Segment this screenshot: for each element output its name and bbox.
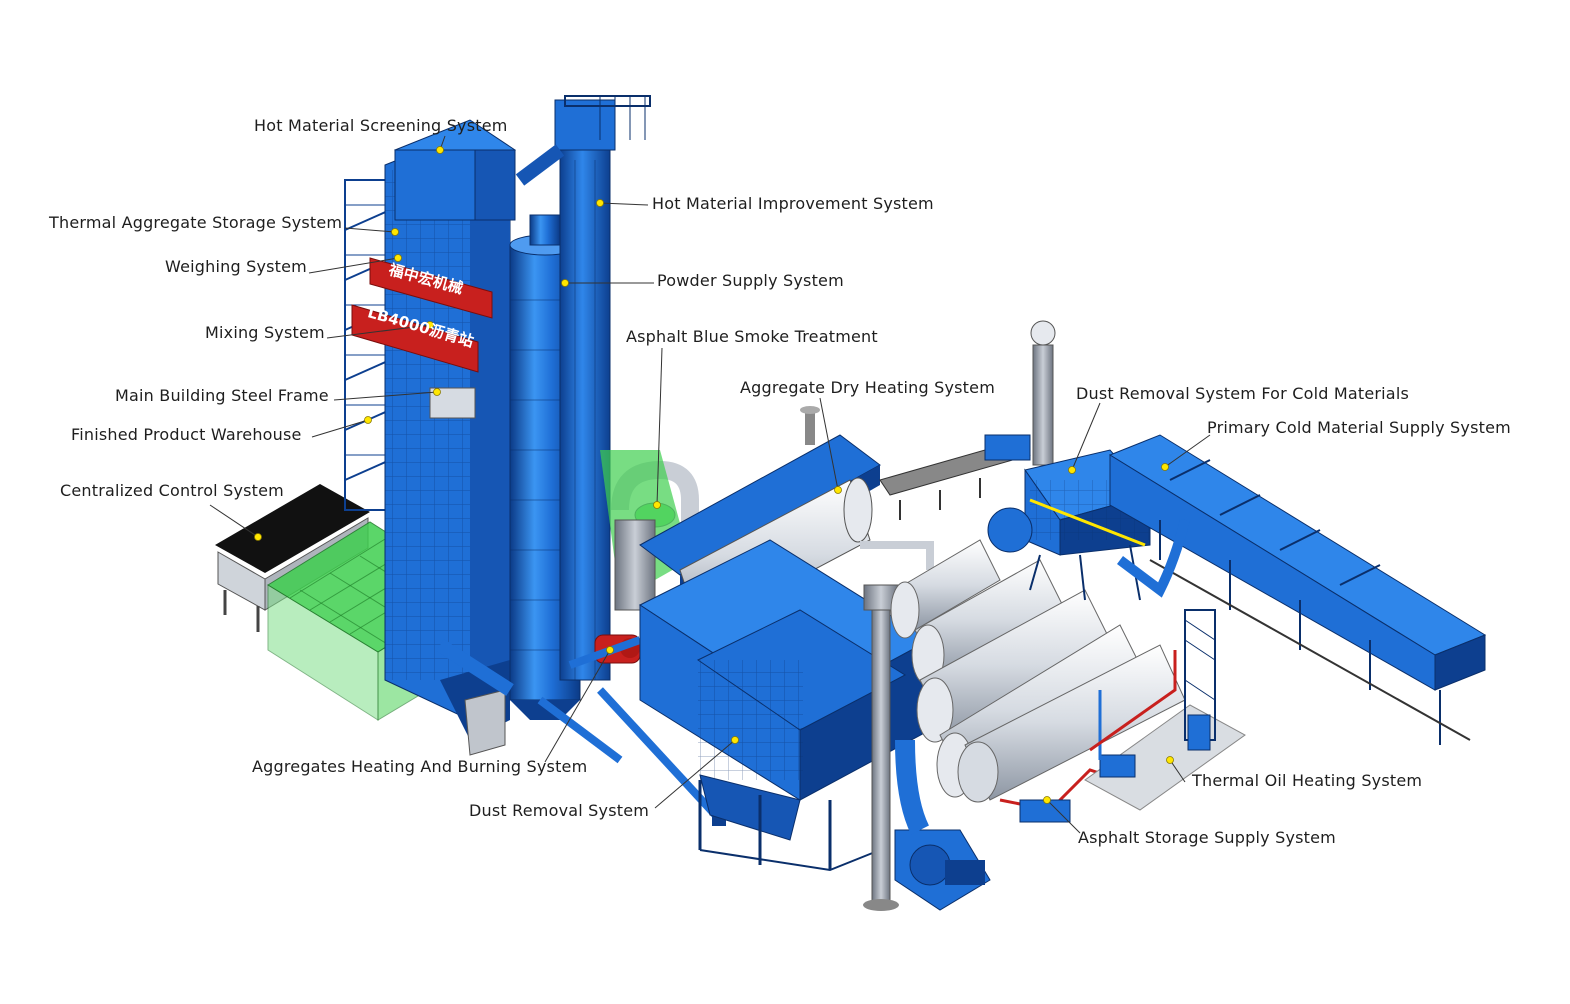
- label-finished-product-warehouse: Finished Product Warehouse: [71, 425, 302, 444]
- bag-filter: [638, 539, 931, 872]
- hot-elevator: [515, 95, 651, 681]
- leader-lines: [209, 135, 1211, 834]
- label-centralized-control: Centralized Control System: [60, 481, 284, 500]
- label-powder-supply: Powder Supply System: [657, 271, 844, 290]
- thermal-oil-heater: [1084, 609, 1246, 811]
- label-weighing: Weighing System: [165, 257, 307, 276]
- label-hot-material-improvement: Hot Material Improvement System: [652, 194, 934, 213]
- label-dust-removal-cold: Dust Removal System For Cold Materials: [1076, 384, 1409, 403]
- label-main-building-steel-frame: Main Building Steel Frame: [115, 386, 329, 405]
- label-asphalt-blue-smoke: Asphalt Blue Smoke Treatment: [626, 327, 878, 346]
- marker-dots: [254, 146, 1174, 804]
- label-thermal-oil-heating: Thermal Oil Heating System: [1192, 771, 1423, 790]
- label-thermal-aggregate-storage: Thermal Aggregate Storage System: [49, 213, 343, 232]
- label-aggregate-dry-heating: Aggregate Dry Heating System: [740, 378, 995, 397]
- belt-conveyor: [879, 434, 1031, 520]
- main-building: [344, 119, 517, 756]
- label-asphalt-storage-supply: Asphalt Storage Supply System: [1078, 828, 1336, 847]
- label-mixing: Mixing System: [205, 323, 325, 342]
- label-aggregates-heating-burning: Aggregates Heating And Burning System: [252, 757, 588, 776]
- cold-feed-bins: [1108, 434, 1487, 745]
- label-dust-removal: Dust Removal System: [469, 801, 650, 820]
- label-primary-cold-material: Primary Cold Material Supply System: [1207, 418, 1511, 437]
- label-hot-material-screening: Hot Material Screening System: [254, 116, 508, 135]
